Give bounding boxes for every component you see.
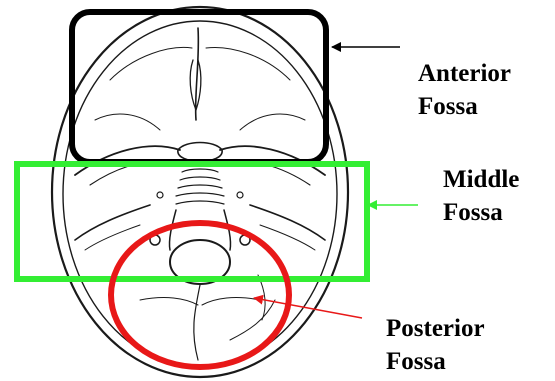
anterior-label-line-2: Fossa [418, 90, 511, 123]
posterior-label-line-2: Fossa [386, 345, 485, 378]
middle-fossa-label: Middle Fossa [443, 163, 519, 229]
skull-outline [52, 7, 348, 377]
anterior-label-line-1: Anterior [418, 57, 511, 90]
anterior-fossa-label: Anterior Fossa [418, 57, 511, 123]
posterior-label-line-1: Posterior [386, 312, 485, 345]
posterior-fossa-circle [111, 223, 289, 367]
middle-label-line-2: Fossa [443, 196, 519, 229]
middle-label-line-1: Middle [443, 163, 519, 196]
posterior-fossa-label: Posterior Fossa [386, 312, 485, 378]
